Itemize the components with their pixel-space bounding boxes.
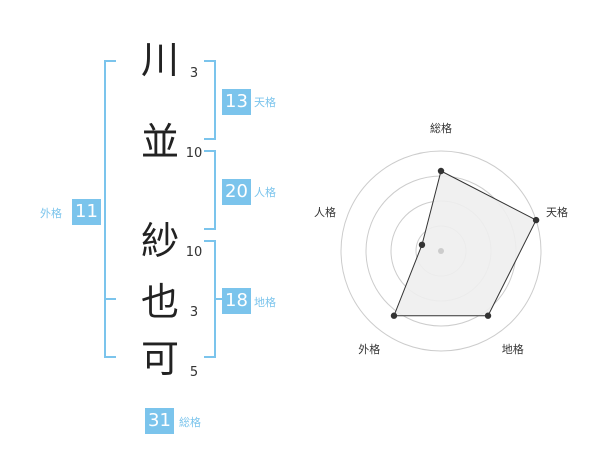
stroke-count-3: 10 bbox=[185, 245, 203, 260]
stroke-count-4: 3 bbox=[189, 305, 199, 320]
tenkaku-label: 天格 bbox=[254, 96, 276, 109]
name-char-1: 川 bbox=[140, 38, 179, 82]
radar-point-2 bbox=[484, 312, 492, 319]
stroke-count-2: 10 bbox=[185, 146, 203, 161]
radar-axis-label-2: 地格 bbox=[501, 342, 524, 356]
radar-axis-label-3: 外格 bbox=[358, 342, 381, 356]
name-char-5: 可 bbox=[140, 337, 179, 381]
radar-axis-label-4: 人格 bbox=[313, 206, 336, 220]
name-char-2: 並 bbox=[140, 120, 179, 164]
radar-axis-label-0: 総格 bbox=[430, 122, 452, 135]
tenkaku-badge: 13 bbox=[222, 89, 251, 115]
soukaku-label: 総格 bbox=[179, 416, 201, 429]
radar-center bbox=[438, 248, 444, 254]
name-char-4: 也 bbox=[140, 280, 179, 324]
soukaku-badge: 31 bbox=[145, 408, 174, 434]
jinkaku-label: 人格 bbox=[254, 186, 276, 199]
chikaku-badge: 18 bbox=[222, 288, 251, 314]
name-char-3: 紗 bbox=[140, 219, 179, 263]
radar-series-area bbox=[393, 170, 537, 317]
chikaku-label: 地格 bbox=[254, 296, 276, 309]
gaikaku-label: 外格 bbox=[40, 207, 62, 220]
radar-point-4 bbox=[418, 241, 426, 249]
jinkaku-badge: 20 bbox=[222, 179, 251, 205]
radar-point-3 bbox=[390, 312, 398, 319]
stroke-count-1: 3 bbox=[189, 66, 199, 81]
radar-point-1 bbox=[532, 216, 540, 224]
radar-point-0 bbox=[437, 167, 445, 175]
radar-axis-label-1: 天格 bbox=[546, 206, 569, 220]
gaikaku-badge: 11 bbox=[72, 199, 101, 225]
radar-ring-4 bbox=[340, 150, 542, 352]
stroke-count-5: 5 bbox=[189, 365, 199, 380]
